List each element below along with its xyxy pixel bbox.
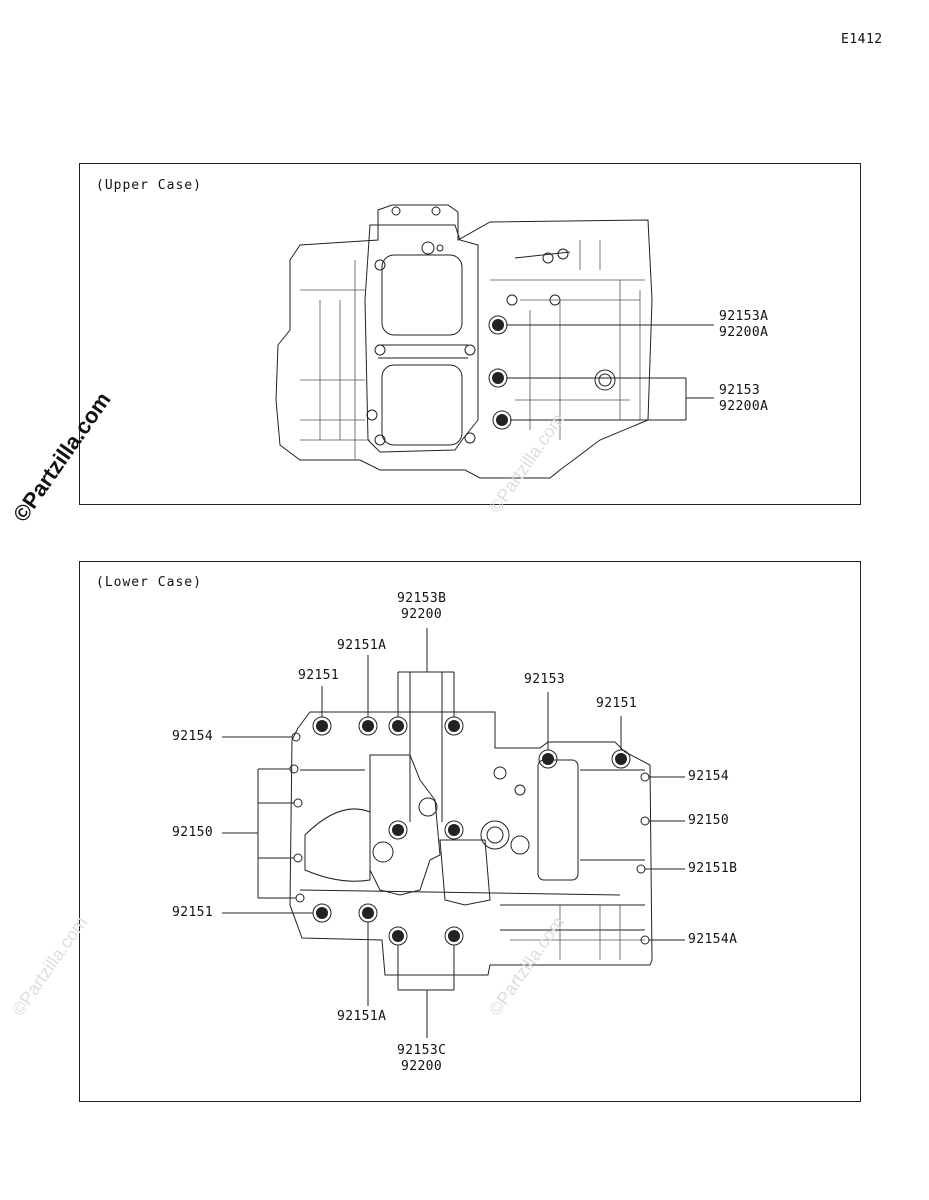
label-92153A: 92153A — [719, 309, 769, 324]
label-92153-top: 92153 — [524, 672, 566, 687]
label-92154-right: 92154 — [688, 769, 730, 784]
label-92200A: 92200A — [719, 325, 769, 340]
label-92154A: 92154A — [688, 932, 738, 947]
label-92153C: 92153C — [397, 1043, 447, 1058]
upper-leader-lines — [506, 324, 714, 421]
lower-leader-lines — [222, 628, 685, 1038]
lower-crankcase-outline — [289, 711, 653, 976]
lower-case-title: (Lower Case) — [96, 575, 202, 590]
upper-case-panel — [79, 163, 861, 505]
label-92151-left: 92151 — [172, 905, 214, 920]
label-92151-topright: 92151 — [596, 696, 638, 711]
label-92150-right: 92150 — [688, 813, 730, 828]
label-92153B: 92153B — [397, 591, 447, 606]
label-92150-left: 92150 — [172, 825, 214, 840]
label-92151B: 92151B — [688, 861, 738, 876]
upper-case-title: (Upper Case) — [96, 178, 202, 193]
upper-crankcase-outline — [275, 204, 653, 479]
label-92151A-top: 92151A — [337, 638, 387, 653]
lower-case-panel — [79, 561, 861, 1102]
label-92153: 92153 — [719, 383, 761, 398]
label-92200-top: 92200 — [401, 607, 443, 622]
label-92154-left: 92154 — [172, 729, 214, 744]
label-92200-bottom: 92200 — [401, 1059, 443, 1074]
label-92200A-2: 92200A — [719, 399, 769, 414]
label-92151-top: 92151 — [298, 668, 340, 683]
label-92151A-bottom: 92151A — [337, 1009, 387, 1024]
diagram-code: E1412 — [841, 32, 883, 47]
